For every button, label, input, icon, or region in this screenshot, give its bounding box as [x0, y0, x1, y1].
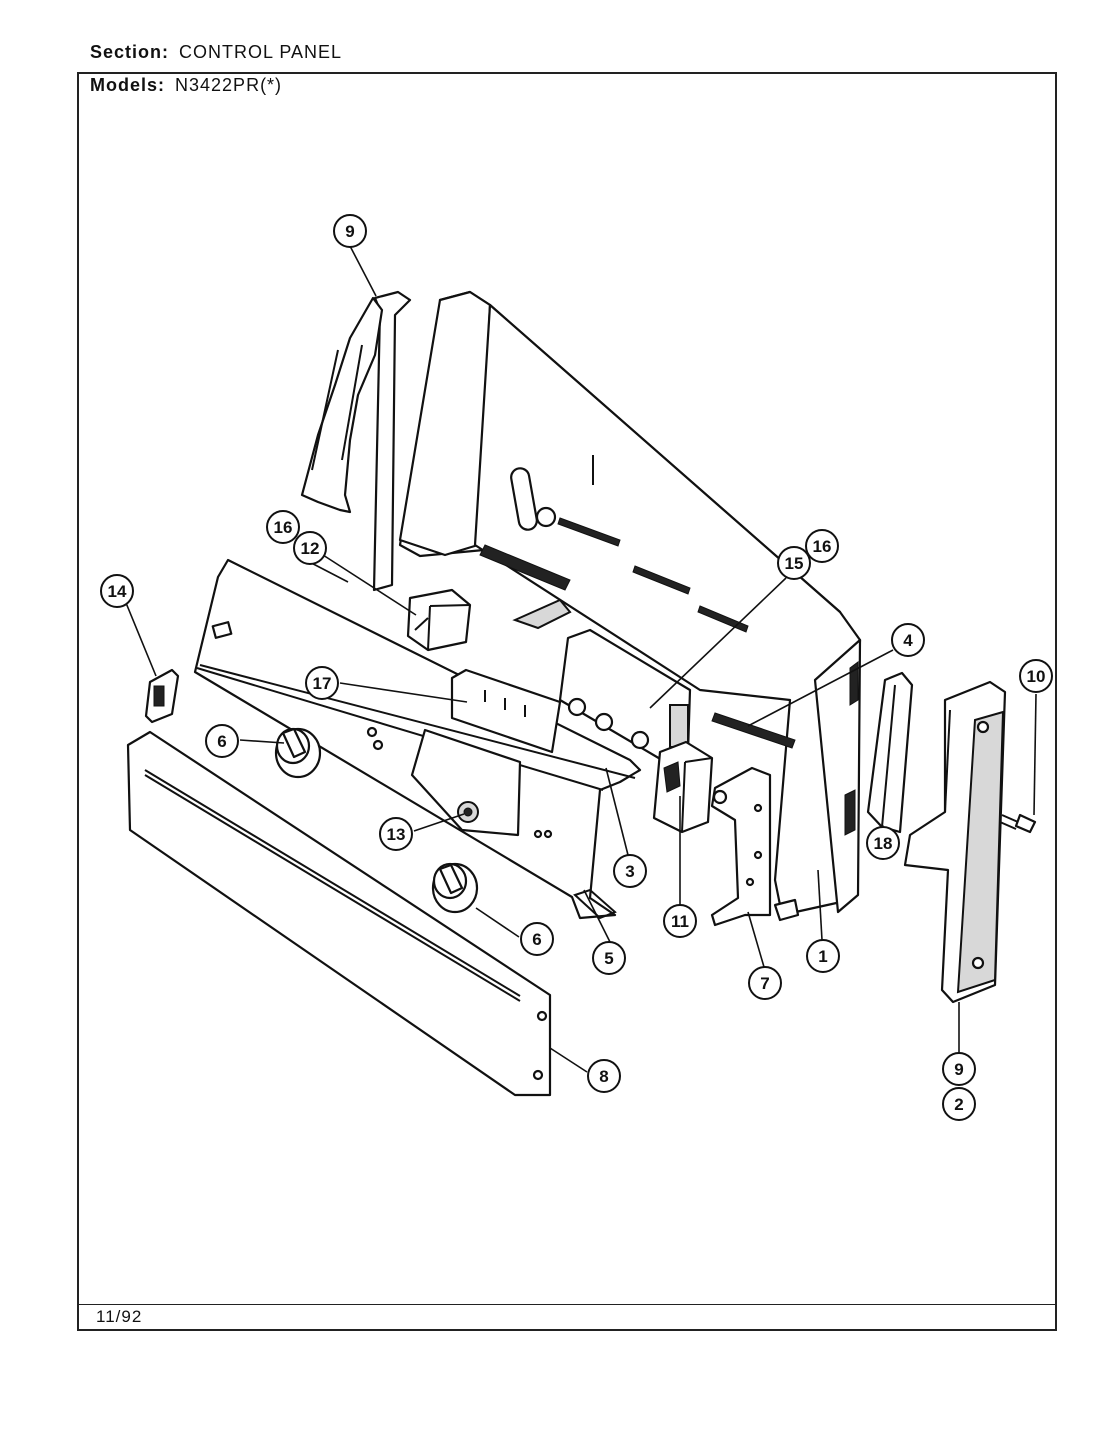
svg-text:9: 9 — [345, 222, 354, 241]
part-thermostat — [652, 740, 714, 834]
svg-text:9: 9 — [954, 1060, 963, 1079]
part-valance-panel — [126, 730, 552, 1097]
section-header: Section: CONTROL PANEL — [90, 42, 342, 63]
part-side-bracket — [866, 671, 914, 834]
part-indicator-light — [457, 801, 479, 823]
svg-text:12: 12 — [301, 539, 320, 558]
part-knob-right — [431, 862, 479, 914]
callout-6-left: 6 — [205, 724, 239, 758]
callout-4: 4 — [891, 623, 925, 657]
svg-text:18: 18 — [874, 834, 893, 853]
callout-7: 7 — [748, 966, 782, 1000]
svg-text:14: 14 — [108, 582, 127, 601]
callout-3: 3 — [613, 854, 647, 888]
svg-text:6: 6 — [532, 930, 541, 949]
callout-16-right: 16 — [805, 529, 839, 563]
part-side-trim-upper — [300, 290, 412, 592]
footer-date: 11/92 — [96, 1307, 143, 1326]
callout-9-top: 9 — [333, 214, 367, 248]
part-end-cap-right — [903, 680, 1007, 1004]
part-light-switch — [144, 668, 180, 724]
svg-text:16: 16 — [274, 518, 293, 537]
svg-text:13: 13 — [387, 825, 406, 844]
part-control-panel-frame — [398, 290, 862, 922]
svg-text:1: 1 — [818, 947, 827, 966]
svg-text:17: 17 — [313, 674, 332, 693]
svg-text:10: 10 — [1027, 667, 1046, 686]
svg-text:5: 5 — [604, 949, 613, 968]
callout-10: 10 — [1019, 659, 1053, 693]
callout-11: 11 — [663, 904, 697, 938]
callout-9-bottom: 9 — [942, 1052, 976, 1086]
svg-text:11: 11 — [671, 912, 689, 931]
part-screw — [999, 813, 1037, 834]
callout-1: 1 — [806, 939, 840, 973]
diagram-frame — [77, 72, 1057, 1331]
callout-14: 14 — [100, 574, 134, 608]
part-oven-switch — [406, 588, 472, 652]
svg-text:6: 6 — [217, 732, 226, 751]
svg-text:15: 15 — [785, 554, 804, 573]
svg-text:4: 4 — [903, 631, 913, 650]
svg-text:8: 8 — [599, 1067, 608, 1086]
callout-17: 17 — [305, 666, 339, 700]
callout-16-left: 16 — [266, 510, 300, 544]
section-label: Section: — [90, 42, 170, 62]
svg-text:16: 16 — [813, 537, 832, 556]
callout-8: 8 — [587, 1059, 621, 1093]
svg-text:7: 7 — [760, 974, 769, 993]
models-header: Models: N3422PR(*) — [90, 75, 282, 96]
callout-12: 12 — [293, 531, 327, 565]
callout-2: 2 — [942, 1087, 976, 1121]
models-value: N3422PR(*) — [175, 75, 283, 95]
callout-5: 5 — [592, 941, 626, 975]
callout-6-right: 6 — [520, 922, 554, 956]
callout-13: 13 — [379, 817, 413, 851]
svg-text:3: 3 — [625, 862, 634, 881]
footer-divider — [79, 1304, 1055, 1305]
leader-lines — [123, 245, 1037, 1073]
part-vent-strip — [450, 668, 562, 754]
callout-15: 15 — [777, 546, 811, 580]
part-knob-left — [274, 727, 322, 779]
part-control-panel-face — [193, 558, 642, 920]
svg-text:2: 2 — [954, 1095, 963, 1114]
part-mounting-bracket — [710, 766, 772, 927]
section-value: CONTROL PANEL — [179, 42, 343, 62]
part-switch-bracket — [558, 628, 692, 762]
callout-18: 18 — [866, 826, 900, 860]
models-label: Models: — [90, 75, 166, 95]
